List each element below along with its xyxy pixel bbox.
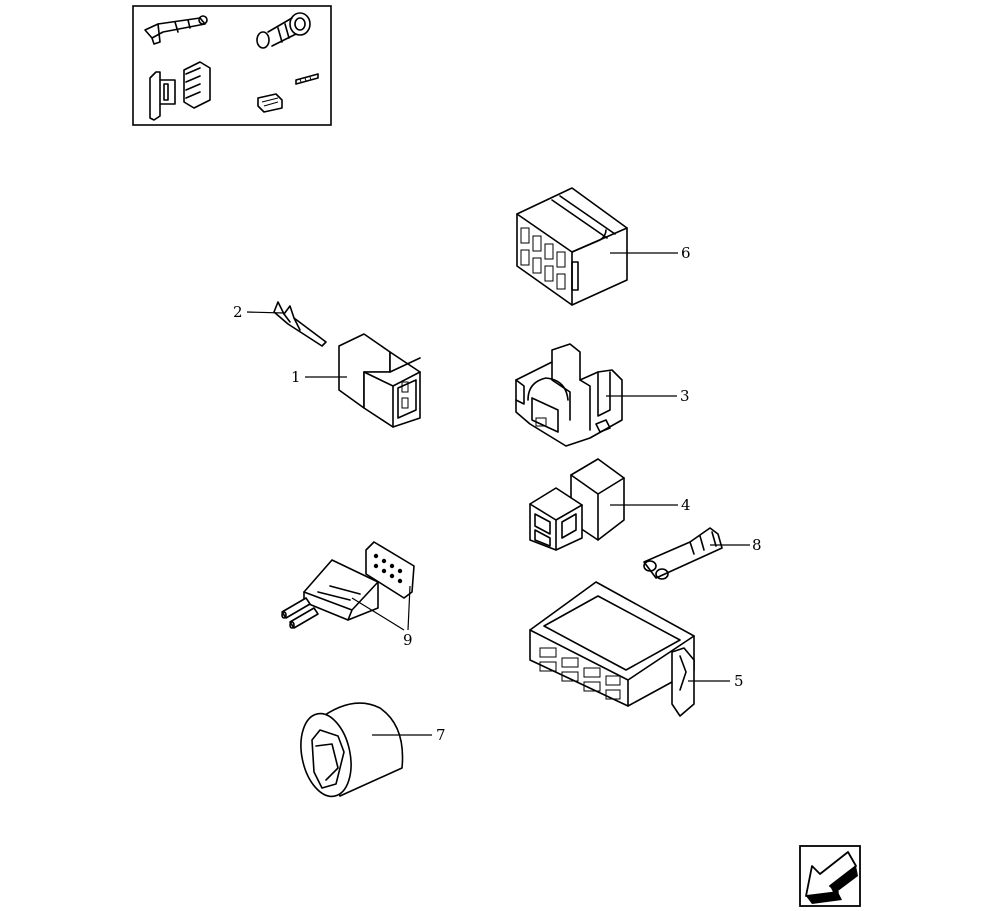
previous-page-arrow-icon	[805, 851, 858, 904]
svg-text:2: 2	[233, 303, 243, 321]
svg-text:1: 1	[291, 368, 301, 386]
callout-4: 4	[610, 496, 691, 514]
connector-6[interactable]	[516, 187, 628, 306]
svg-text:4: 4	[681, 496, 691, 514]
callout-8: 8	[710, 536, 762, 554]
callout-2: 2	[233, 303, 285, 321]
svg-text:3: 3	[680, 387, 690, 405]
connector-7[interactable]	[294, 702, 404, 801]
svg-text:6: 6	[681, 244, 691, 262]
callout-3: 3	[606, 387, 690, 405]
svg-text:7: 7	[436, 726, 446, 744]
multi-pin-thumb-icon	[149, 61, 211, 121]
callout-6: 6	[610, 244, 691, 262]
svg-text:5: 5	[734, 672, 744, 690]
connector-9[interactable]	[281, 541, 415, 629]
connector-1[interactable]	[338, 333, 421, 428]
terminal-thumb-icon	[257, 73, 319, 113]
plug-thumb-icon	[256, 12, 311, 49]
callout-1: 1	[291, 368, 347, 386]
connector-5[interactable]	[529, 581, 695, 717]
terminal-2[interactable]	[273, 301, 327, 347]
previous-page-button[interactable]	[799, 845, 861, 907]
thumbnail-box[interactable]	[132, 5, 332, 126]
connector-4[interactable]	[529, 458, 625, 551]
callout-9: 9	[351, 585, 413, 649]
callout-7: 7	[372, 726, 446, 744]
svg-text:9: 9	[403, 631, 413, 649]
connector-thumb-icon	[144, 15, 208, 45]
connector-3[interactable]	[515, 343, 623, 447]
svg-text:8: 8	[752, 536, 762, 554]
terminal-8[interactable]	[643, 527, 723, 580]
callout-5: 5	[688, 672, 744, 690]
